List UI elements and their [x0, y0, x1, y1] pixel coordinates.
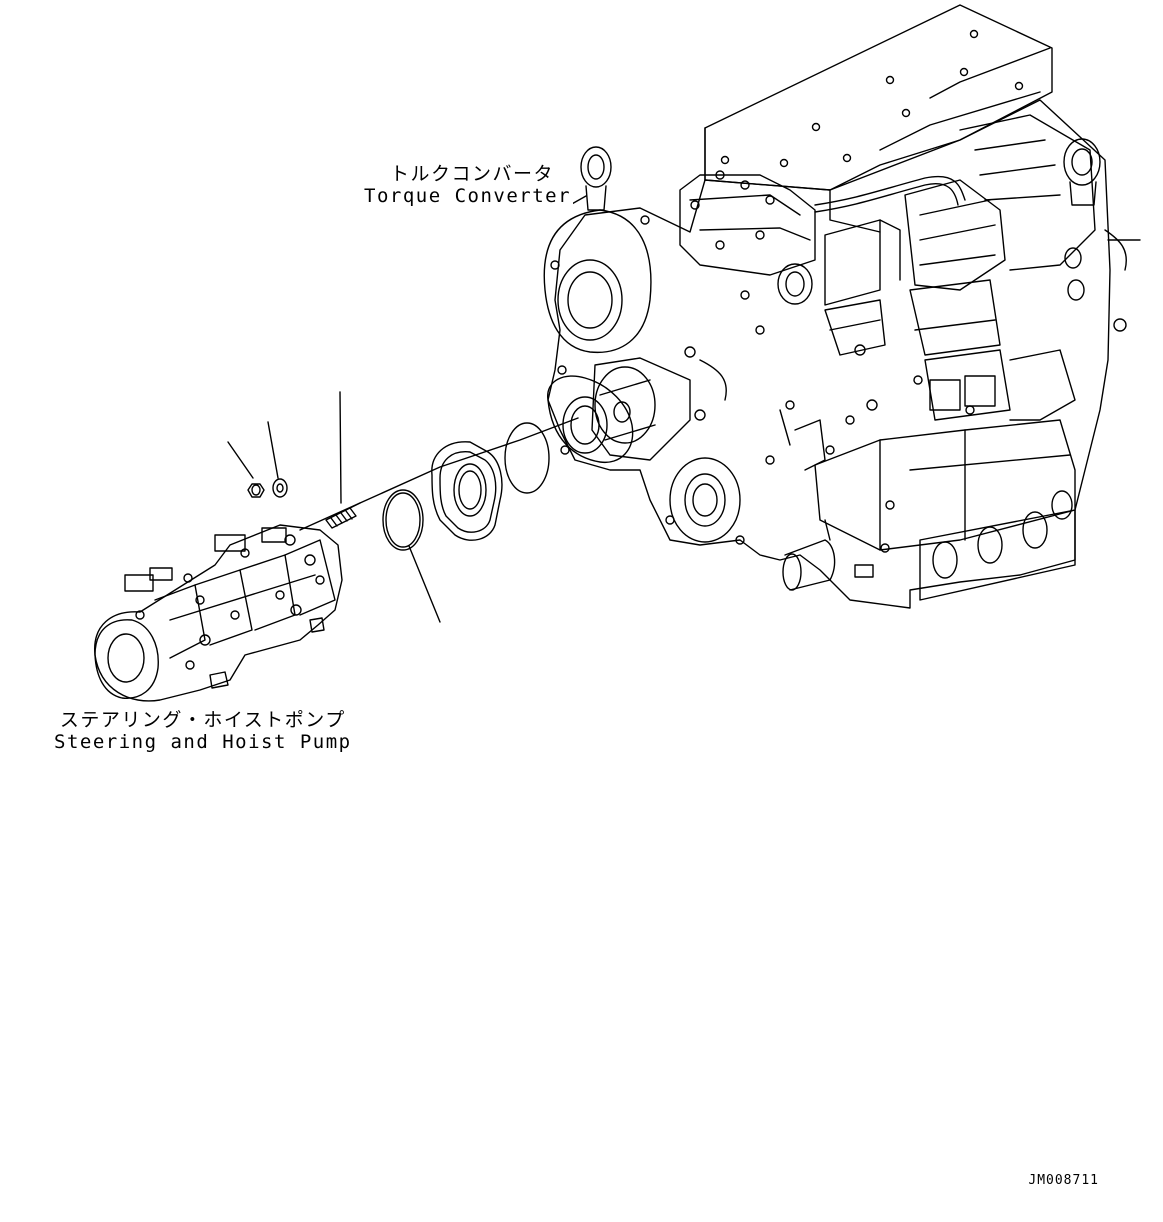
washer-part	[273, 479, 287, 497]
leader-lines	[228, 196, 586, 622]
pump-label: ステアリング・ホイストポンプ Steering and Hoist Pump	[52, 709, 354, 753]
steering-hoist-pump	[95, 525, 342, 701]
torque-converter-label: トルクコンバータ Torque Converter	[362, 163, 574, 207]
nut-part	[248, 484, 264, 497]
o-ring-part	[383, 490, 423, 550]
exploded-centerline	[300, 418, 578, 530]
torque-converter-label-en: Torque Converter	[364, 185, 572, 207]
torque-converter-assembly	[544, 5, 1140, 608]
pump-label-en: Steering and Hoist Pump	[54, 731, 352, 753]
drawing-code: JM008711	[1028, 1173, 1099, 1188]
adapter-flange-part	[432, 442, 502, 540]
torque-converter-label-jp: トルクコンバータ	[390, 163, 555, 185]
pump-label-jp: ステアリング・ホイストポンプ	[59, 709, 346, 731]
gasket-part	[505, 423, 549, 493]
